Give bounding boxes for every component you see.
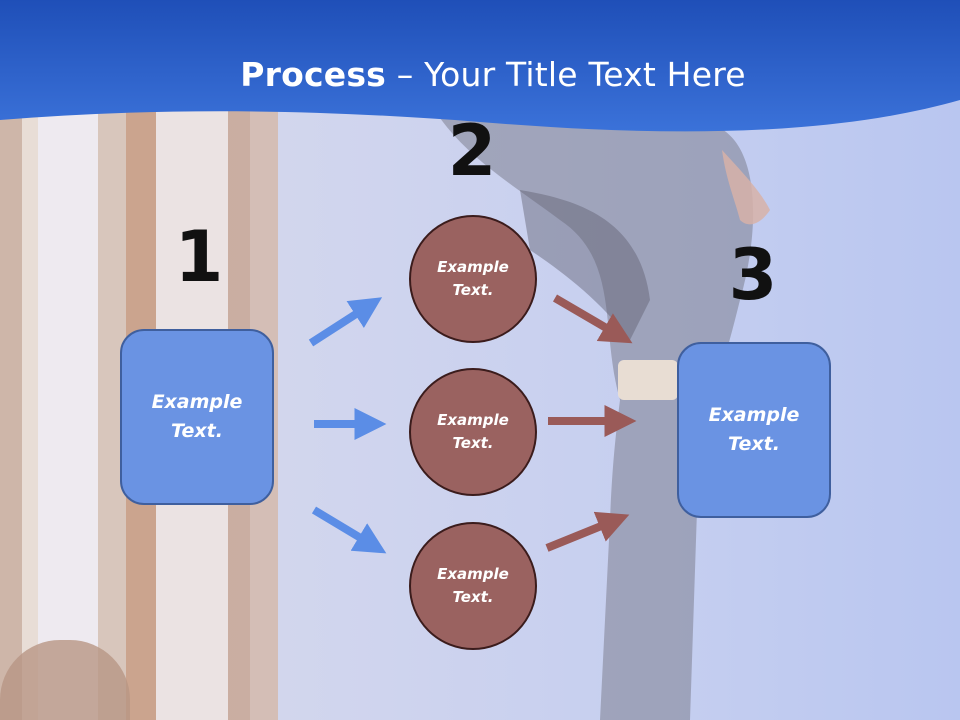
step-3-box[interactable]: Example Text.	[677, 342, 831, 518]
arrow-bottom-to-3	[545, 511, 630, 552]
step-2-circle-top[interactable]: Example Text.	[409, 215, 537, 343]
step-3-text: Example Text.	[708, 404, 800, 455]
step-2-circle-middle-text: Example Text.	[437, 411, 509, 452]
title-rest: – Your Title Text Here	[386, 55, 746, 94]
step-2-circle-bottom-text: Example Text.	[437, 565, 509, 606]
arrow-1-to-bottom	[311, 506, 387, 554]
step-2-circle-top-text: Example Text.	[437, 258, 509, 299]
step-1-text: Example Text.	[151, 391, 243, 442]
step-number-2: 2	[447, 110, 497, 192]
step-2-circle-middle[interactable]: Example Text.	[409, 368, 537, 496]
arrow-1-to-top	[308, 297, 383, 347]
title-bold: Process	[240, 55, 387, 94]
step-number-3: 3	[728, 234, 778, 316]
arrow-top-to-3	[552, 294, 633, 344]
slide-title: Process – Your Title Text Here	[0, 52, 960, 98]
step-number-1: 1	[174, 216, 224, 298]
step-2-circle-bottom[interactable]: Example Text.	[409, 522, 537, 650]
step-1-box[interactable]: Example Text.	[120, 329, 274, 505]
header-band	[0, 0, 960, 132]
